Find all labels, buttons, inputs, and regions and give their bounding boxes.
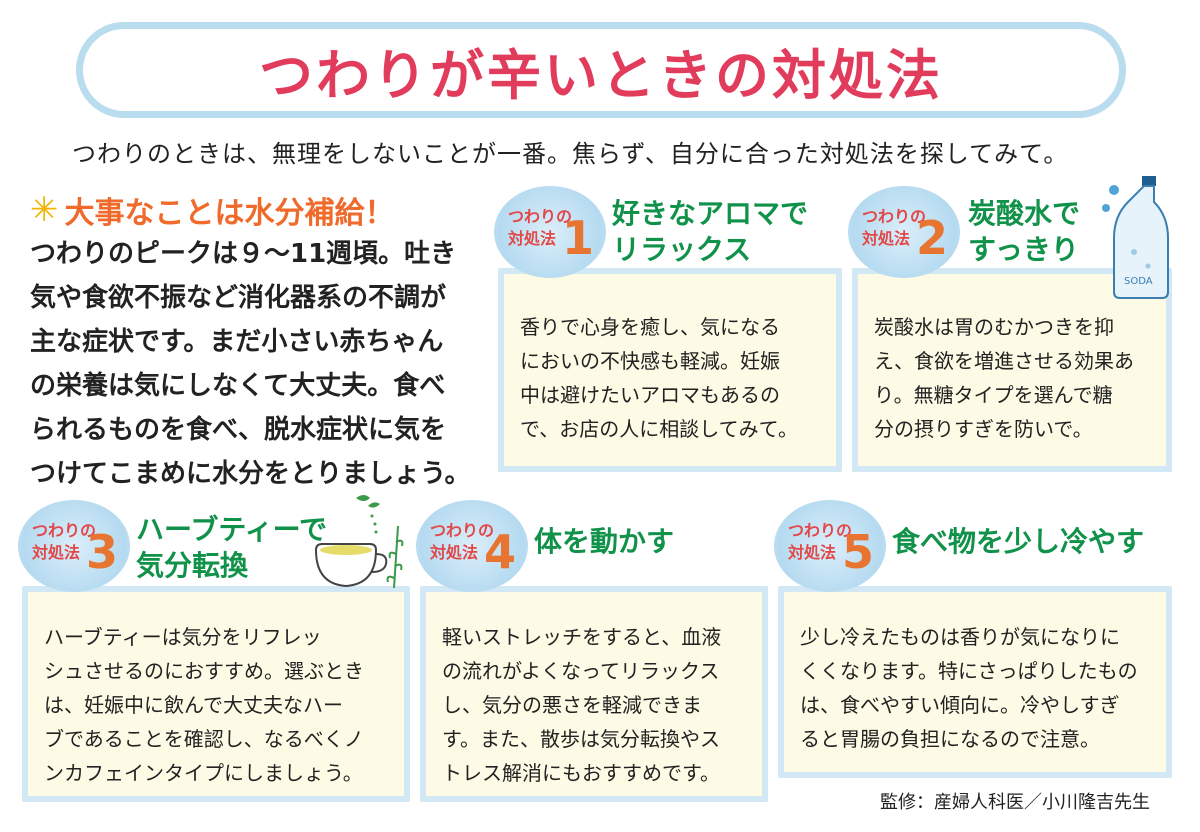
tip-1-line: 香りで心身を癒し、気になる: [520, 315, 780, 339]
tip-3-title: ハーブティーで気分転換: [136, 513, 327, 582]
tip-badge-label: つわりの対処法: [430, 521, 495, 562]
key-point-line: つわりのピークは９～11週頃。吐き: [30, 239, 457, 269]
key-point-line: 主な症状です。まだ小さい赤ちゃん: [30, 327, 444, 357]
key-point-line: つけてこまめに水分をとりましょう。: [30, 459, 471, 489]
key-point-line: 気や食欲不振など消化器系の不調が: [30, 283, 447, 313]
tip-badge-label: つわりの対処法: [788, 521, 853, 562]
tip-number: 1: [562, 211, 595, 265]
key-point-line: の栄養は気にしなくて大丈夫。食べ: [30, 371, 446, 401]
tip-5-line: 少し冷えたものは香りが気になりに: [800, 625, 1120, 649]
tip-3-line: ンカフェインタイプにしましょう。: [44, 761, 363, 785]
tip-4-line: 軽いストレッチをすると、血液: [442, 625, 722, 649]
tip-badge-label: つわりの対処法: [32, 521, 97, 562]
tip-number: 5: [842, 525, 875, 579]
key-point-header: ✳ 大事なことは水分補給！: [30, 188, 395, 232]
tip-1-badge: つわりの対処法 1: [494, 186, 606, 278]
tip-number: 2: [916, 211, 949, 265]
tip-2-line: え、食欲を増進させる効果あ: [874, 349, 1134, 373]
key-point-heading: 大事なことは水分補給！: [64, 196, 395, 231]
tip-4-title: 体を動かす: [534, 525, 675, 558]
tip-number: 4: [484, 525, 517, 579]
tip-3-badge: つわりの対処法 3: [18, 500, 130, 592]
tip-2-title: 炭酸水ですっきり: [968, 197, 1081, 266]
title-banner-inner: つわりが辛いときの対処法: [83, 29, 1119, 111]
key-point-body: つわりのピークは９～11週頃。吐き 気や食欲不振など消化器系の不調が 主な症状で…: [30, 232, 485, 496]
tip-1-title: 好きなアロマでリラックス: [612, 197, 809, 266]
tip-1-line: においの不快感も軽減。妊娠: [520, 349, 780, 373]
tip-3-line: ブであることを確認し、なるべくノ: [44, 727, 364, 751]
tip-1-box: 香りで心身を癒し、気になる においの不快感も軽減。妊娠 中は避けたいアロマもある…: [498, 268, 842, 472]
tip-3-line: ハーブティーは気分をリフレッ: [44, 625, 322, 649]
tip-4-badge: つわりの対処法 4: [416, 500, 528, 592]
tip-4-line: し、気分の悪さを軽減できま: [442, 693, 702, 717]
tip-5-box: 少し冷えたものは香りが気になりに くくなります。特にさっぱりしたもの は、食べや…: [778, 586, 1172, 778]
svg-text:SODA: SODA: [1124, 276, 1153, 287]
tip-3-box: ハーブティーは気分をリフレッ シュさせるのにおすすめ。選ぶとき は、妊娠中に飲ん…: [22, 586, 410, 802]
soda-bottle-icon: SODA: [1102, 176, 1169, 299]
tip-5-badge: つわりの対処法 5: [774, 500, 886, 592]
key-point-line: られるものを食べ、脱水症状に気を: [30, 415, 447, 445]
tip-2-line: り。無糖タイプを選んで糖: [874, 383, 1113, 407]
tip-2-box: 炭酸水は胃のむかつきを抑 え、食欲を増進させる効果あ り。無糖タイプを選んで糖 …: [852, 268, 1172, 472]
tip-4-line: トレス解消にもおすすめです。: [442, 761, 720, 785]
tip-2-badge: つわりの対処法 2: [848, 186, 960, 278]
tip-1-line: 中は避けたいアロマもあるの: [520, 383, 780, 407]
tip-4-box: 軽いストレッチをすると、血液 の流れがよくなってリラックス し、気分の悪さを軽減…: [420, 586, 768, 802]
supervisor-credit: 監修：産婦人科医／小川隆吉先生: [880, 792, 1150, 813]
tip-5-line: は、食べやすい傾向に。冷やしすぎ: [800, 693, 1120, 717]
subtitle: つわりのときは、無理をしないことが一番。焦らず、自分に合った対処法を探してみて。: [72, 140, 1069, 168]
tip-5-line: ると胃腸の負担になるので注意。: [800, 727, 1100, 751]
herbal-tea-cup-icon: [314, 495, 404, 589]
tip-1-line: で、お店の人に相談してみて。: [520, 417, 798, 441]
tip-3-line: シュさせるのにおすすめ。選ぶとき: [44, 659, 364, 683]
tip-number: 3: [86, 525, 119, 579]
tip-badge-label: つわりの対処法: [508, 207, 573, 248]
tip-2-line: 分の摂りすぎを防いで。: [874, 417, 1093, 441]
tip-4-line: す。また、散歩は気分転換やス: [442, 727, 720, 751]
tip-5-title: 食べ物を少し冷やす: [892, 525, 1145, 558]
title-banner: つわりが辛いときの対処法: [76, 22, 1126, 118]
page-title: つわりが辛いときの対処法: [259, 43, 943, 107]
tip-5-line: くくなります。特にさっぱりしたもの: [800, 659, 1138, 683]
tip-3-line: は、妊娠中に飲んで大丈夫なハー: [44, 693, 343, 717]
tip-badge-label: つわりの対処法: [862, 207, 927, 248]
star-burst-icon: ✳: [30, 190, 59, 230]
tip-4-line: の流れがよくなってリラックス: [442, 659, 720, 683]
tip-2-line: 炭酸水は胃のむかつきを抑: [874, 315, 1114, 339]
